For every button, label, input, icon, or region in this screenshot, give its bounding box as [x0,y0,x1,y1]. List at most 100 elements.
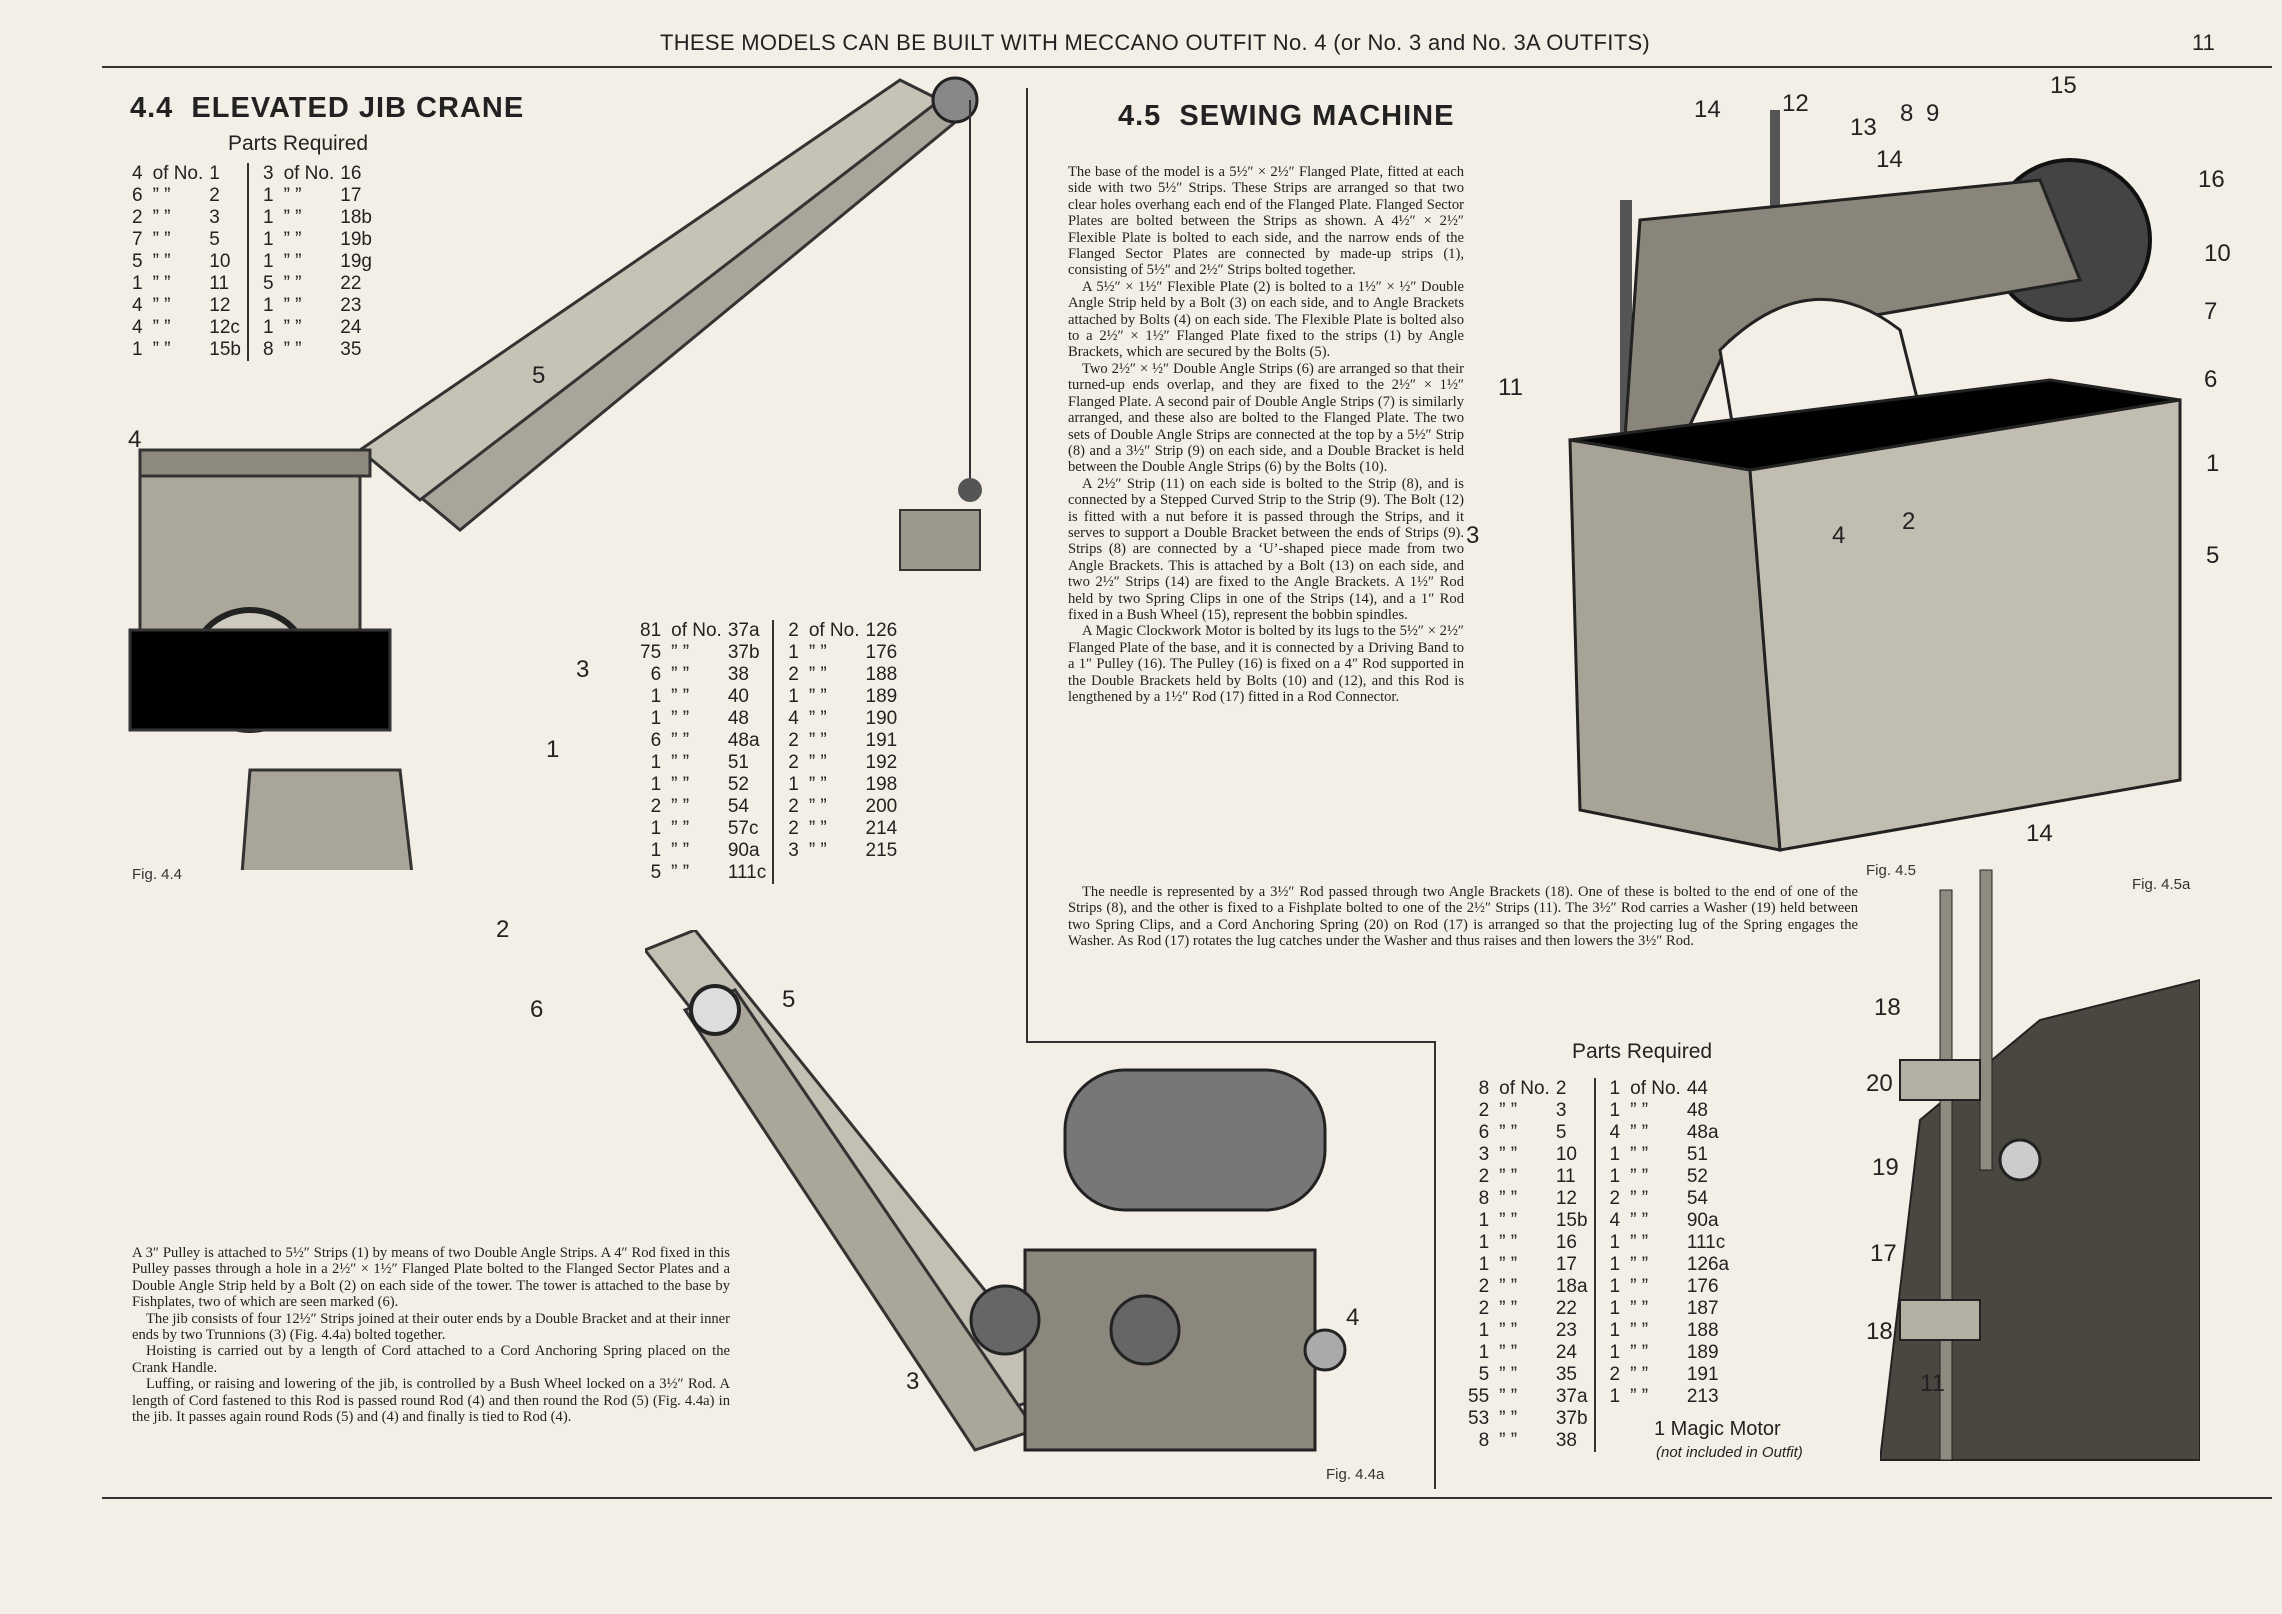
parts-cell: ” ” [808,818,827,839]
sewing-callout-12: 12 [1782,90,1809,117]
parts-cell: ” ” [1630,1188,1649,1209]
motor-note: (not included in Outfit) [1656,1444,1803,1461]
parts-cell: 12 [209,295,231,316]
sewing-detail-callout-17: 17 [1870,1240,1897,1267]
sewing-callout-8: 8 [1900,100,1914,127]
parts-cell: 188 [1686,1320,1719,1341]
parts-cell: ” ” [1630,1122,1649,1143]
parts-cell: 37b [727,642,760,663]
parts-cell: ” ” [283,295,302,316]
sewing-machine-illustration [1568,110,2182,852]
parts-cell: 18a [1555,1276,1588,1297]
parts-cell: ” ” [671,686,690,707]
parts-cell: 57c [727,818,759,839]
sewing-paragraph: The base of the model is a 5½″ × 2½″ Fla… [1068,164,1464,279]
parts-cell: ” ” [283,185,302,206]
parts-cell: 4 [132,163,143,184]
parts-cell: 48a [727,730,760,751]
crane-detail-callout-3: 3 [906,1368,920,1395]
parts-cell: ” ” [808,752,827,773]
sewing-callout-13: 13 [1850,114,1877,141]
parts-cell: 19b [340,229,372,250]
parts-cell: 15b [209,339,241,360]
parts-cell: 2 [1593,1188,1631,1210]
parts-cell: ” ” [671,730,690,751]
parts-cell: ” ” [1499,1100,1518,1121]
parts-cell: ” ” [152,251,171,272]
parts-cell: ” ” [152,229,171,250]
parts-cell: 1 [1593,1342,1631,1364]
crane-callout-2: 2 [496,916,510,943]
parts-cell: 3 [246,163,284,185]
parts-cell: ” ” [808,730,827,751]
parts-cell: 1 [650,686,662,707]
parts-cell: 81 [640,620,662,641]
parts-cell: ” ” [671,818,690,839]
page-header-title: THESE MODELS CAN BE BUILT WITH MECCANO O… [660,30,1651,55]
sewing-callout-11: 11 [1498,374,1523,401]
parts-cell: 23 [340,295,362,316]
parts-cell: 111c [727,862,767,883]
sewing-detail-callout-11: 11 [1920,1370,1945,1397]
jib-pulley [931,76,979,124]
parts-cell: ” ” [1630,1166,1649,1187]
parts-cell: ” ” [152,339,171,360]
parts-cell: ” ” [1499,1408,1518,1429]
sewing-callout-14: 14 [1694,96,1721,123]
parts-cell: 2 [772,796,809,818]
parts-cell: 1 [1593,1232,1631,1254]
sewing-callout-16: 16 [2198,166,2225,193]
parts-cell: 1 [1593,1298,1631,1320]
sewing-heading: 4.5 SEWING MACHINE [1118,100,1455,132]
parts-cell: ” ” [808,774,827,795]
parts-row: 53 ” ” 37b [1468,1408,1735,1430]
parts-cell: 17 [1555,1254,1577,1275]
parts-cell: 53 [1468,1408,1490,1429]
parts-cell: 2 [1555,1078,1567,1099]
parts-cell: 54 [1686,1188,1708,1209]
parts-cell: 1 [246,317,284,339]
parts-cell: 5 [209,229,220,250]
parts-cell: ” ” [152,185,171,206]
crane-callout-3: 3 [576,656,590,683]
parts-cell: 37b [1555,1408,1588,1429]
parts-cell: 1 [246,185,284,207]
parts-cell: ” ” [283,273,302,294]
parts-cell: 200 [865,796,898,817]
parts-cell: 191 [865,730,898,751]
crane-detail-fig-label: Fig. 4.4a [1326,1466,1385,1483]
parts-cell: 51 [727,752,749,773]
parts-cell: ” ” [808,642,827,663]
parts-cell: ” ” [1630,1232,1649,1253]
parts-cell: ” ” [1630,1254,1649,1275]
motor-label: 1 Magic Motor [1654,1418,1781,1440]
parts-cell: 6 [1478,1122,1490,1143]
parts-cell: 3 [1555,1100,1567,1121]
parts-cell: ” ” [671,796,690,817]
crane-parts-title: Parts Required [228,132,369,155]
sewing-description: The base of the model is a 5½″ × 2½″ Fla… [1068,164,1464,705]
cab-roof [138,448,372,478]
parts-cell: 2 [772,664,809,686]
sewing-callout-10: 10 [2204,240,2231,267]
parts-cell: 8 [1478,1188,1490,1209]
parts-cell: ” ” [808,796,827,817]
parts-cell: 17 [340,185,362,206]
parts-cell: 2 [772,730,809,752]
parts-cell: 12 [1555,1188,1577,1209]
parts-cell: 40 [727,686,749,707]
parts-cell: 1 [1478,1232,1490,1253]
parts-cell: 1 [650,774,662,795]
parts-cell: ” ” [1499,1276,1518,1297]
sewing-callout-14b: 14 [1876,146,1903,173]
